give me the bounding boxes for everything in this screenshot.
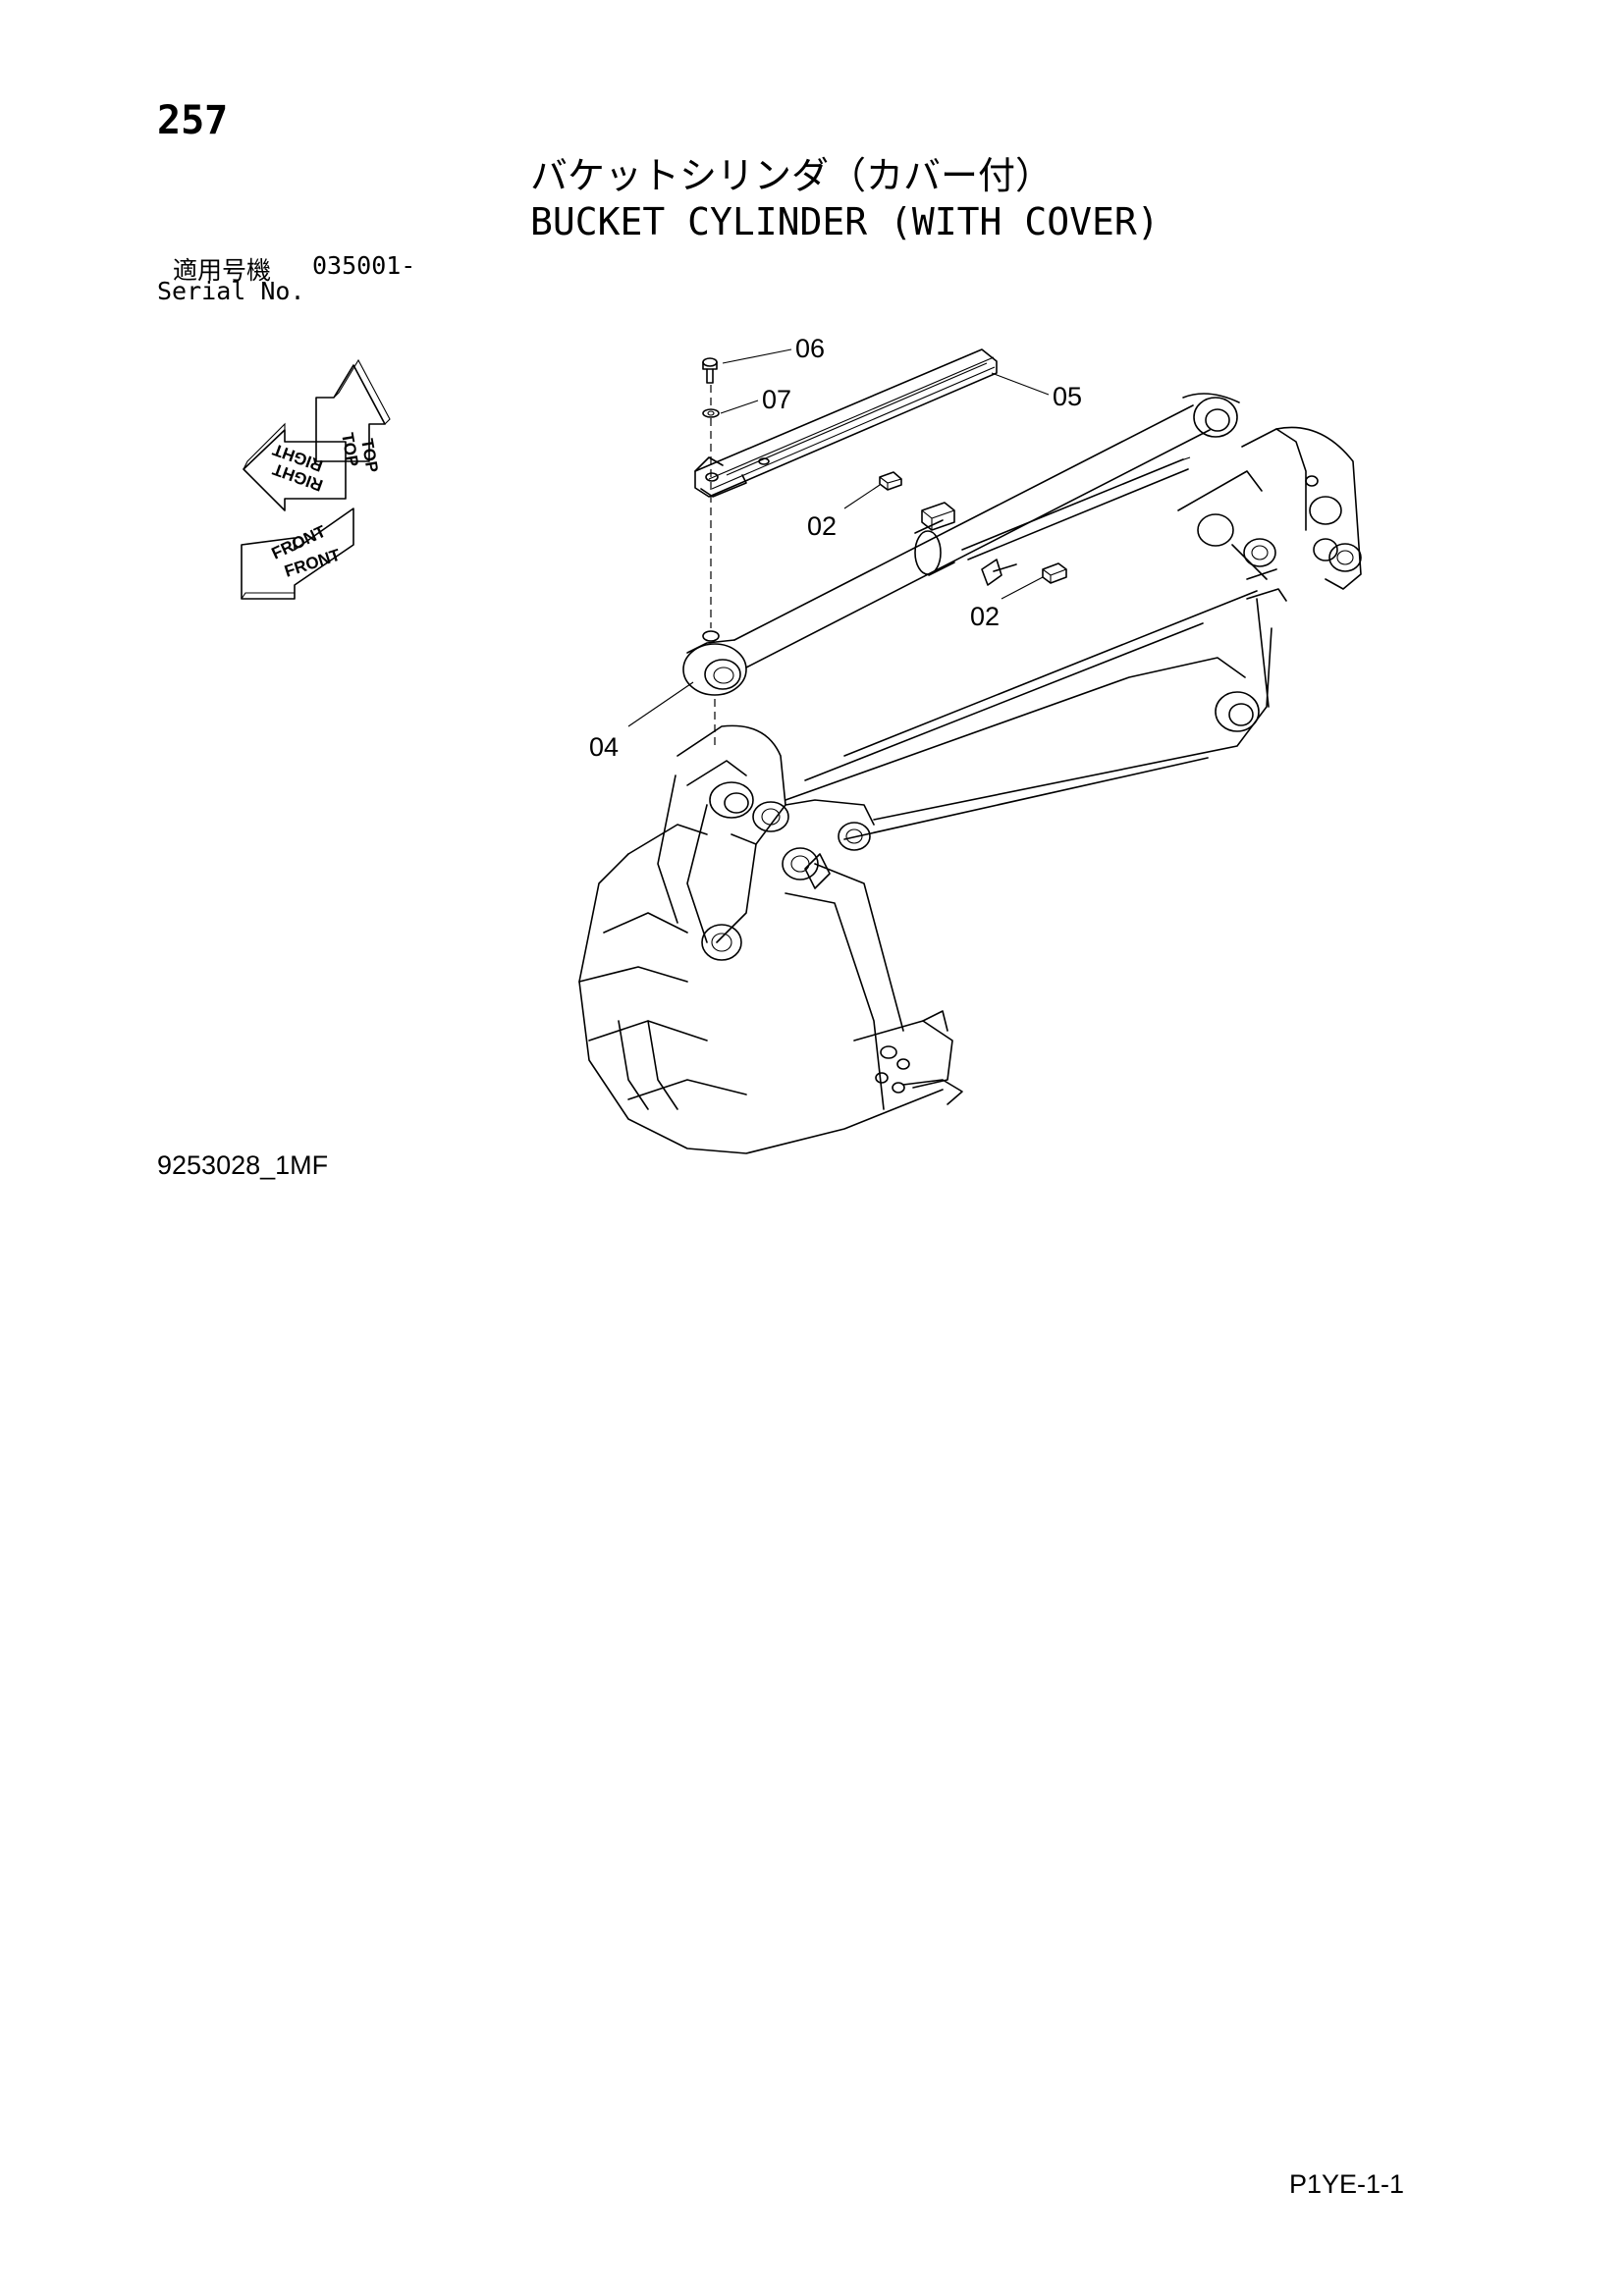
callout-04: 04 bbox=[589, 732, 619, 762]
cover-washer bbox=[702, 408, 720, 418]
leader-02-upper bbox=[843, 484, 881, 509]
leader-07 bbox=[720, 400, 759, 414]
callouts: 06 07 05 02 02 04 bbox=[589, 334, 1082, 762]
orient-top-label-1: TOP bbox=[338, 431, 362, 467]
leader-04 bbox=[627, 681, 694, 727]
leader-02-lower bbox=[1001, 576, 1044, 600]
callout-02-lower: 02 bbox=[970, 602, 1000, 631]
leader-06 bbox=[722, 348, 792, 364]
cylinder-cover bbox=[694, 348, 998, 498]
orientation-indicator: TOP TOP RIGHT RIGHT FRONT FRONT bbox=[241, 358, 391, 600]
page-title-english: BUCKET CYLINDER (WITH COVER) bbox=[530, 200, 1160, 243]
callout-02-upper: 02 bbox=[807, 511, 837, 541]
serial-label-japanese: 適用号機 bbox=[173, 256, 272, 285]
drawing-code: 9253028_1MF bbox=[157, 1150, 329, 1180]
cover-bolt bbox=[702, 357, 718, 384]
serial-number-value: 035001- bbox=[312, 251, 416, 280]
page-code: P1YE-1-1 bbox=[1289, 2169, 1405, 2199]
bucket-link bbox=[657, 724, 875, 961]
callout-05: 05 bbox=[1053, 382, 1082, 411]
bucket-cylinder bbox=[682, 393, 1240, 696]
wear-pads bbox=[879, 471, 1067, 584]
page-number: 257 bbox=[157, 98, 229, 143]
serial-label-english: Serial No. bbox=[157, 277, 305, 305]
excavator-arm bbox=[785, 426, 1362, 840]
leader-05 bbox=[991, 372, 1050, 396]
callout-07: 07 bbox=[762, 385, 791, 414]
page-title-japanese: バケットシリンダ（カバー付） bbox=[530, 154, 1054, 197]
callout-06: 06 bbox=[795, 334, 825, 363]
bucket bbox=[578, 824, 963, 1154]
orient-top-label-2: TOP bbox=[357, 437, 382, 473]
